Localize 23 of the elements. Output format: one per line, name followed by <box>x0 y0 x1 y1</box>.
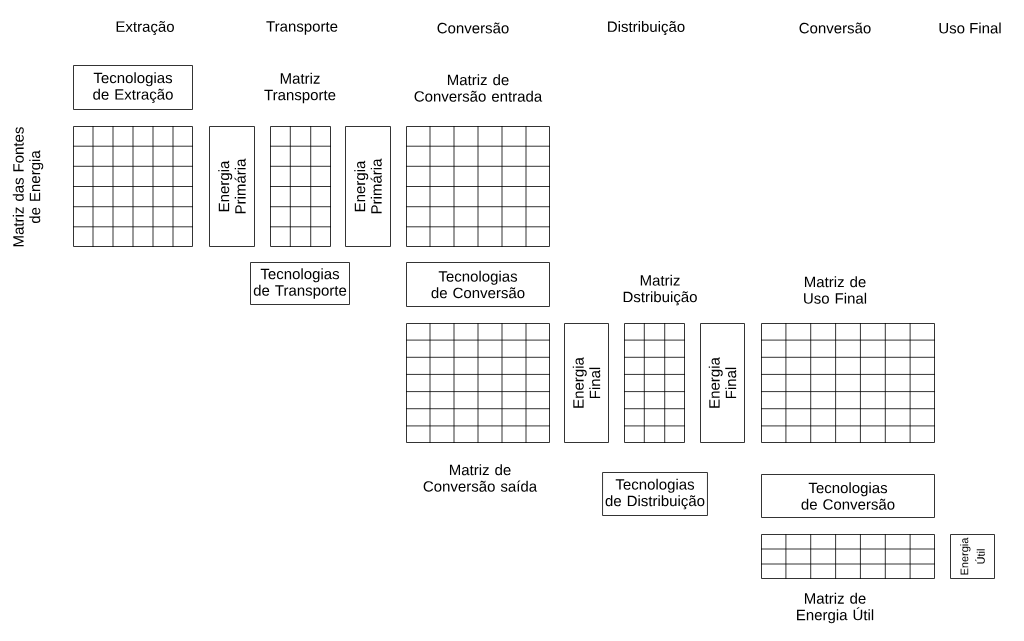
text-box: Energia Final <box>700 323 745 443</box>
text-box: Energia Final <box>564 323 609 443</box>
column-heading: Uso Final <box>939 22 1001 34</box>
matrix-caption: Matriz Dstribuição <box>623 274 697 306</box>
column-heading: Transporte <box>266 21 338 35</box>
column-heading: Conversão <box>437 22 509 34</box>
matrix-caption: Matriz de Conversão entrada <box>414 74 543 102</box>
text-box: Tecnologias de Distribuição <box>602 472 708 516</box>
text-box: Energia Primária <box>345 126 391 247</box>
text-box: Tecnologias de Transporte <box>250 262 350 305</box>
text-box: Tecnologias de Conversão <box>761 474 935 518</box>
matrix-caption: Matriz Transporte <box>264 72 336 104</box>
column-heading: Extração <box>116 21 174 35</box>
matrix-caption: Matriz de Conversão saída <box>423 464 538 492</box>
column-heading: Distribuição <box>608 21 685 36</box>
column-heading: Conversão <box>799 22 871 34</box>
matrix-caption: Matriz das Fontes de Energia <box>12 127 44 247</box>
text-box: Tecnologias de Extração <box>73 65 193 110</box>
text-box: Energia Primária <box>209 126 255 247</box>
matrix-caption: Matriz de Uso Final <box>804 276 867 304</box>
text-box: Energia Útil <box>950 534 995 579</box>
matrix-caption: Matriz de Energia Útil <box>797 592 874 624</box>
text-box: Tecnologias de Conversão <box>406 262 550 307</box>
